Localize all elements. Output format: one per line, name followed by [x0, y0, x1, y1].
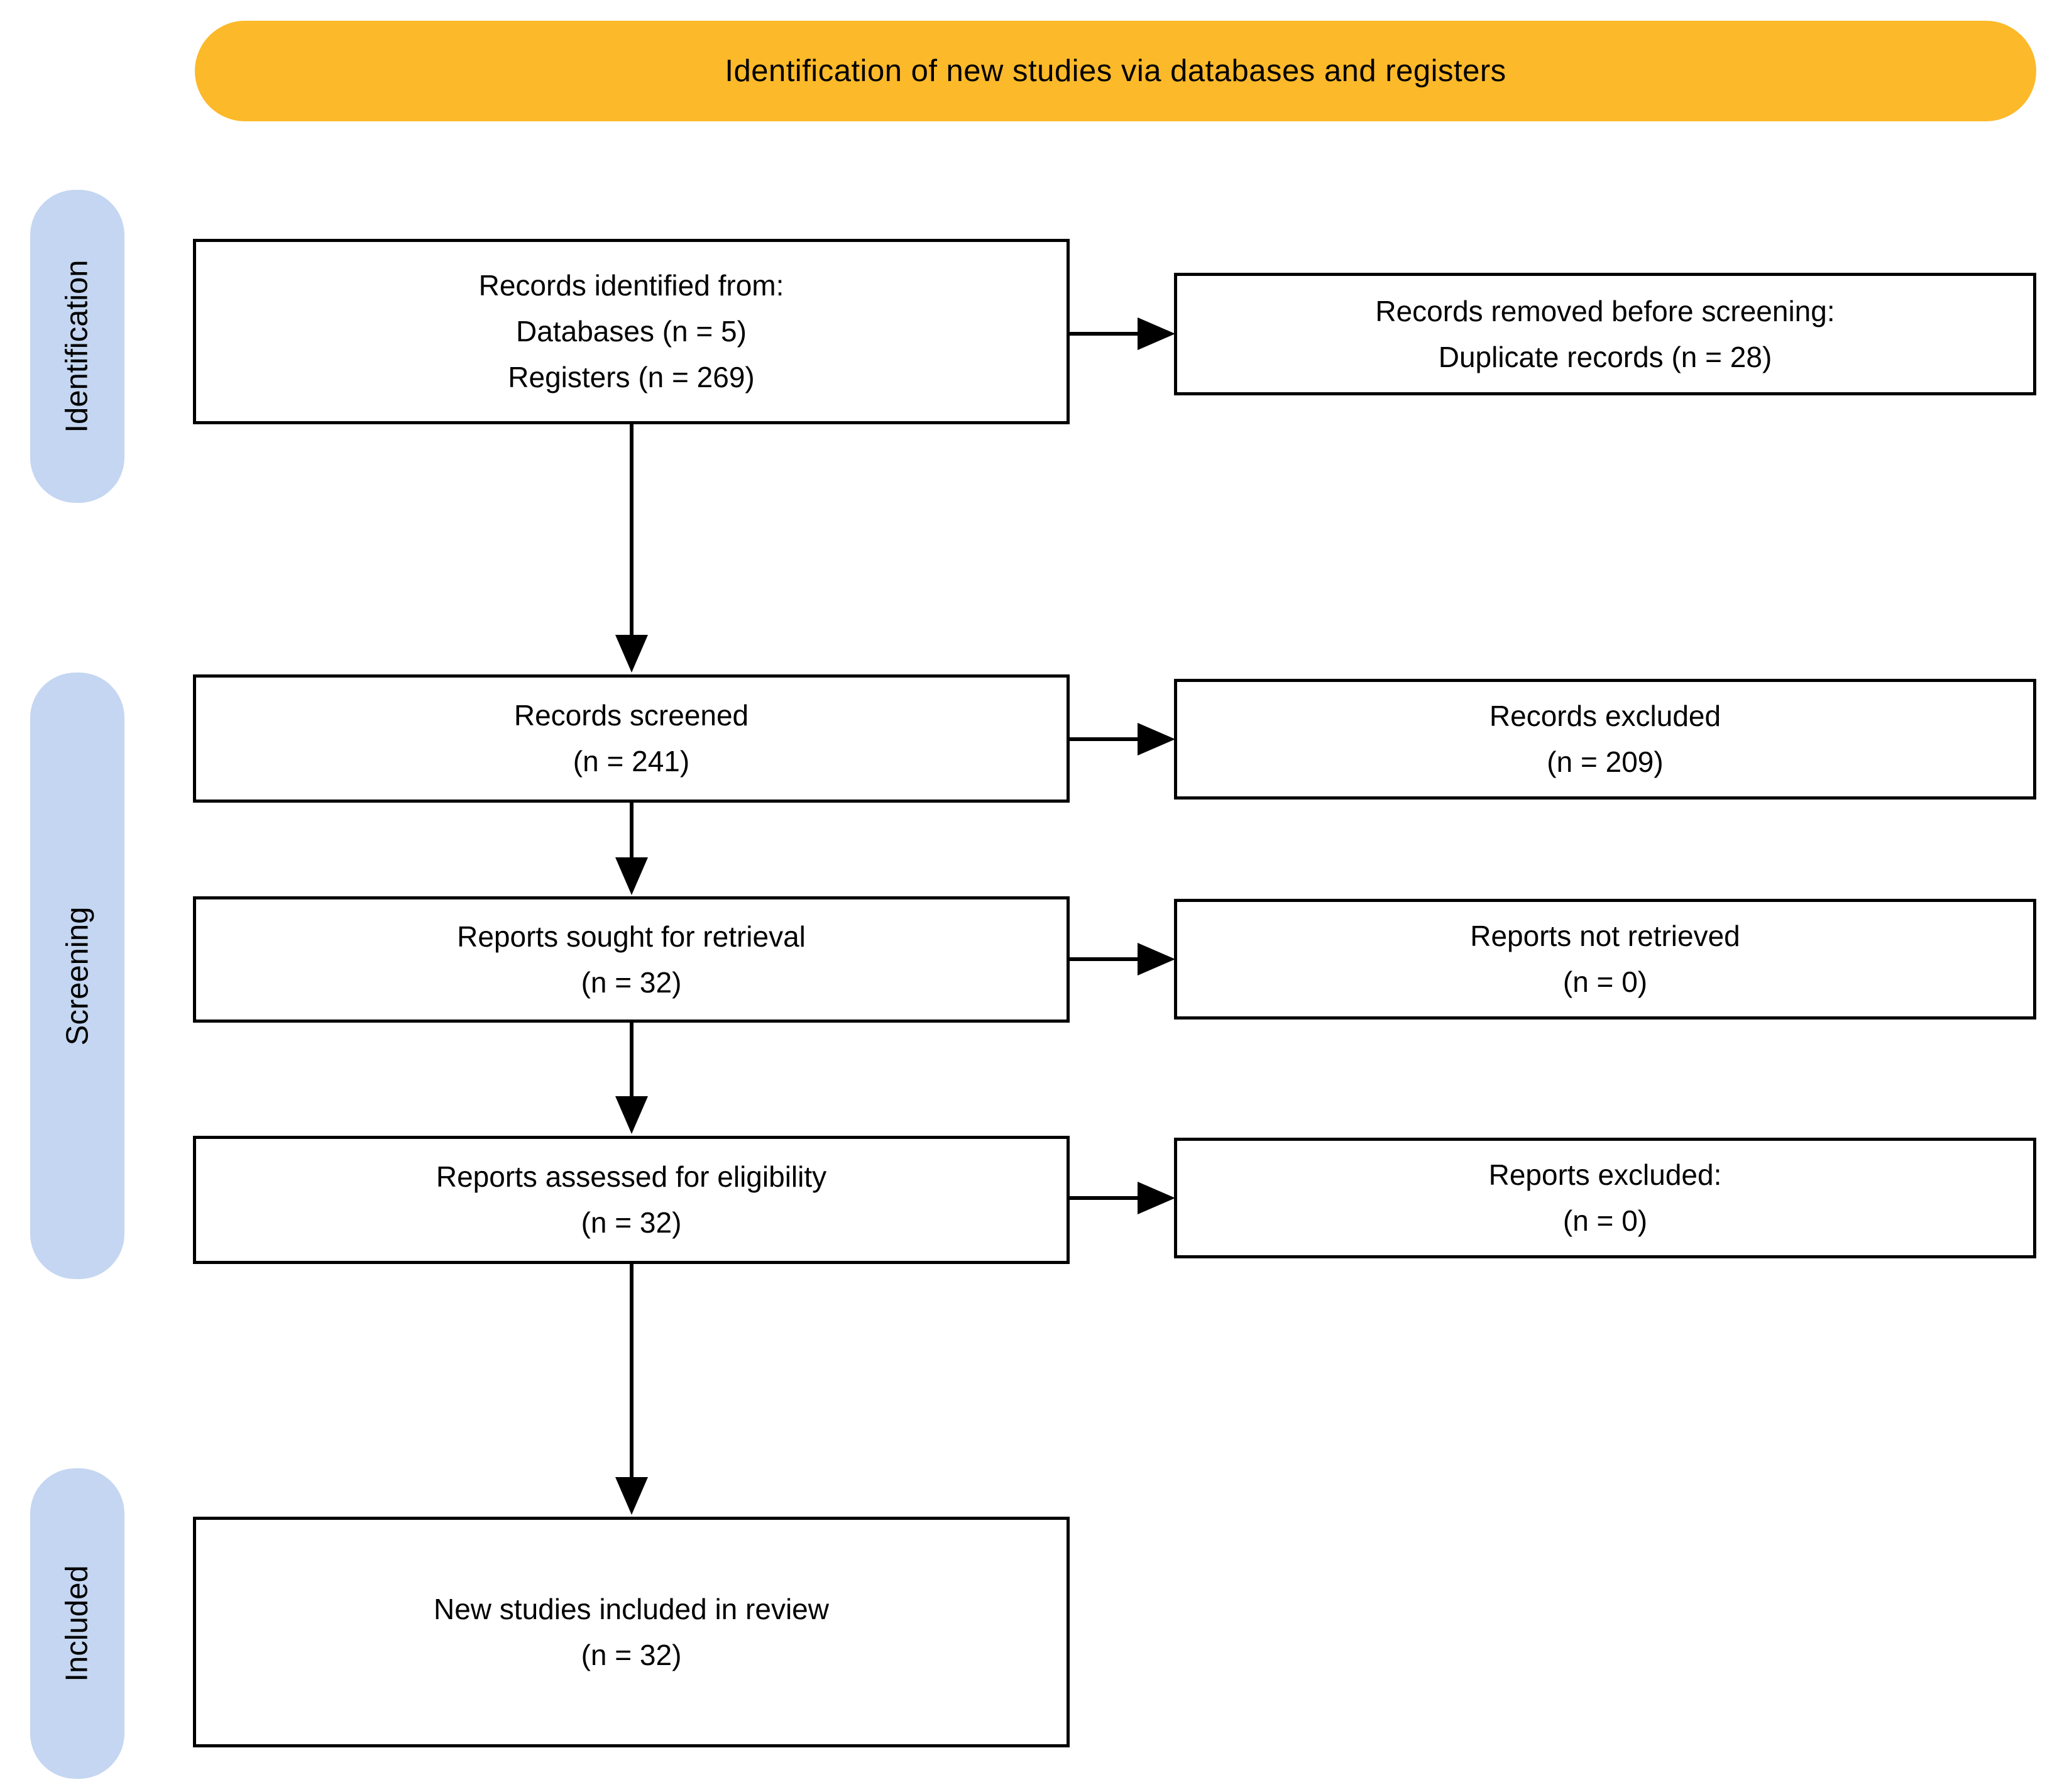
header-banner: Identification of new studies via databa… — [195, 21, 2036, 121]
box-records-removed: Records removed before screening: Duplic… — [1174, 273, 2036, 395]
arrow-assessed-to-included-icon — [615, 1263, 648, 1515]
arrow-identified-to-removed-icon — [1068, 317, 1175, 350]
arrow-identified-to-screened-icon — [615, 423, 648, 673]
box-reports-assessed: Reports assessed for eligibility (n = 32… — [193, 1136, 1070, 1264]
box-text-line: Records identified from: — [478, 269, 784, 302]
box-text-line: (n = 32) — [581, 1206, 682, 1239]
arrow-sought-to-not-retrieved-icon — [1068, 943, 1175, 976]
box-records-screened: Records screened (n = 241) — [193, 674, 1070, 803]
box-studies-included: New studies included in review (n = 32) — [193, 1517, 1070, 1747]
stage-label: Included — [60, 1565, 95, 1682]
box-text-line: Records excluded — [1489, 700, 1721, 732]
box-text-line: (n = 0) — [1562, 1204, 1648, 1237]
box-text-line: Reports excluded: — [1488, 1158, 1722, 1191]
box-reports-excluded: Reports excluded: (n = 0) — [1174, 1138, 2036, 1258]
arrow-screened-to-excluded-icon — [1068, 723, 1175, 756]
box-text-line: Reports not retrieved — [1470, 920, 1740, 952]
stage-label: Identification — [60, 260, 94, 433]
header-title: Identification of new studies via databa… — [725, 54, 1506, 88]
box-reports-not-retrieved: Reports not retrieved (n = 0) — [1174, 899, 2036, 1020]
box-text-line: (n = 209) — [1547, 745, 1664, 778]
arrow-sought-to-assessed-icon — [615, 1021, 648, 1134]
box-reports-sought: Reports sought for retrieval (n = 32) — [193, 896, 1070, 1023]
box-records-excluded: Records excluded (n = 209) — [1174, 679, 2036, 800]
box-text-line: (n = 32) — [581, 965, 682, 999]
stage-pill-identification: Identification — [30, 190, 124, 503]
box-text-line: (n = 0) — [1562, 965, 1648, 998]
box-text-line: (n = 241) — [573, 745, 690, 778]
arrow-screened-to-sought-icon — [615, 801, 648, 895]
arrow-assessed-to-excluded-icon — [1068, 1182, 1175, 1214]
box-text-line: Records removed before screening: — [1375, 294, 1835, 327]
box-text-line: (n = 32) — [581, 1638, 682, 1671]
box-text-line: Reports sought for retrieval — [457, 920, 806, 953]
box-text-line: New studies included in review — [434, 1592, 829, 1625]
box-records-identified: Records identified from: Databases (n = … — [193, 239, 1070, 424]
box-text-line: Registers (n = 269) — [508, 361, 755, 393]
stage-label: Screening — [60, 906, 94, 1045]
box-text-line: Reports assessed for eligibility — [436, 1160, 827, 1193]
box-text-line: Records screened — [513, 699, 749, 732]
box-text-line: Duplicate records (n = 28) — [1438, 340, 1772, 373]
stage-pill-included: Included — [30, 1468, 124, 1779]
stage-pill-screening: Screening — [30, 673, 124, 1279]
box-text-line: Databases (n = 5) — [516, 315, 747, 348]
